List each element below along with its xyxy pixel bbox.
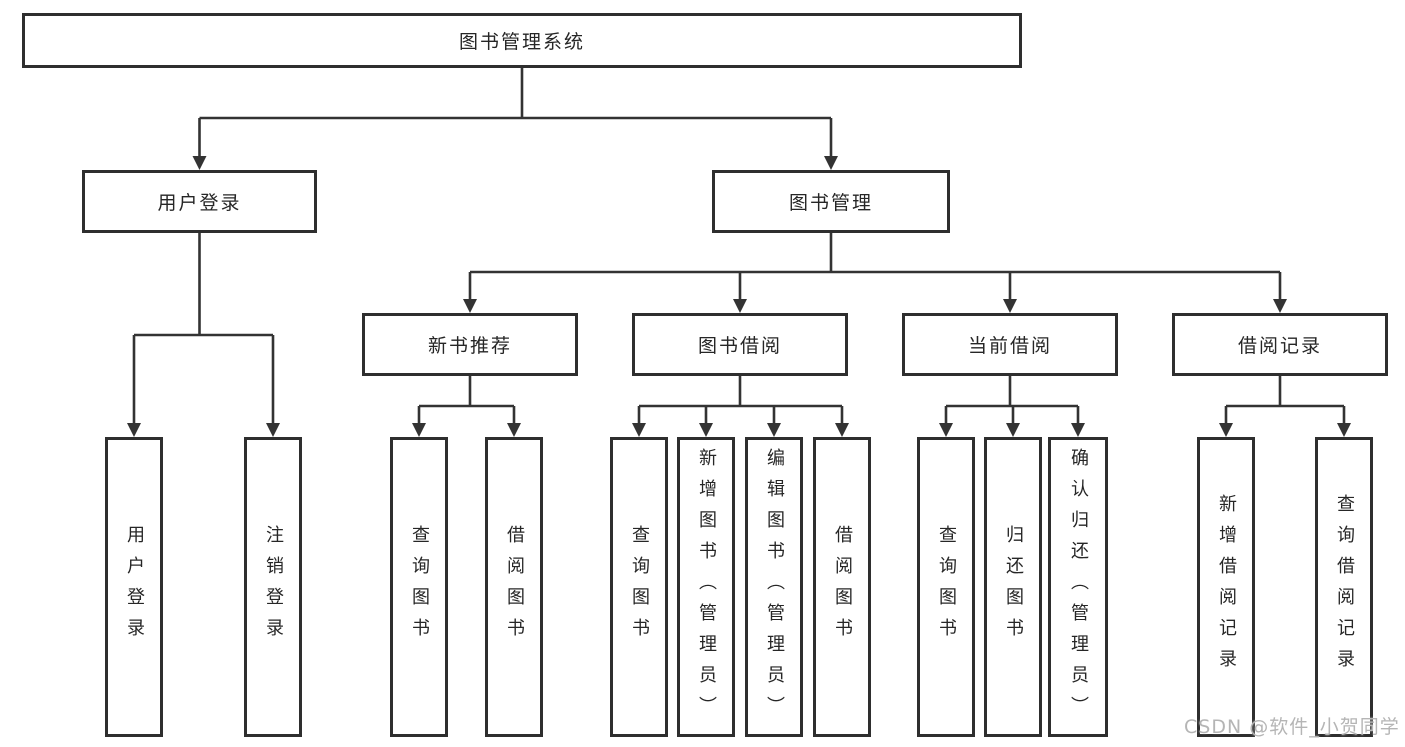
node-new-book-recommend: 新书推荐 — [362, 313, 578, 376]
leaf-label: 编辑图书（管理员） — [764, 447, 785, 727]
leaf-newbook-query-book: 查询图书 — [390, 437, 448, 737]
leaf-newbook-borrow-book: 借阅图书 — [485, 437, 543, 737]
leaf-label: 归还图书 — [1003, 525, 1024, 649]
leaf-borrow-book: 借阅图书 — [813, 437, 871, 737]
leaf-label: 借阅图书 — [832, 525, 853, 649]
leaf-label: 查询借阅记录 — [1334, 494, 1355, 680]
leaf-label: 用户登录 — [124, 525, 145, 649]
leaf-current-query-book: 查询图书 — [917, 437, 975, 737]
node-book-borrow: 图书借阅 — [632, 313, 848, 376]
leaf-logout: 注销登录 — [244, 437, 302, 737]
leaf-label: 新增借阅记录 — [1216, 494, 1237, 680]
leaf-label: 确认归还（管理员） — [1068, 447, 1089, 727]
leaf-label: 查询图书 — [936, 525, 957, 649]
node-book-management: 图书管理 — [712, 170, 950, 233]
node-user-login: 用户登录 — [82, 170, 317, 233]
leaf-label: 注销登录 — [263, 525, 284, 649]
leaf-confirm-return-admin: 确认归还（管理员） — [1048, 437, 1108, 737]
leaf-label: 查询图书 — [629, 525, 650, 649]
root-node-library-system: 图书管理系统 — [22, 13, 1022, 68]
leaf-borrow-query-book: 查询图书 — [610, 437, 668, 737]
node-borrow-record: 借阅记录 — [1172, 313, 1388, 376]
node-current-borrow: 当前借阅 — [902, 313, 1118, 376]
leaf-label: 借阅图书 — [504, 525, 525, 649]
leaf-return-book: 归还图书 — [984, 437, 1042, 737]
csdn-watermark: CSDN @软件_小贺同学 — [1184, 716, 1400, 738]
leaf-user-login: 用户登录 — [105, 437, 163, 737]
leaf-label: 新增图书（管理员） — [696, 447, 717, 727]
leaf-label: 查询图书 — [409, 525, 430, 649]
leaf-add-borrow-record: 新增借阅记录 — [1197, 437, 1255, 737]
leaf-edit-book-admin: 编辑图书（管理员） — [745, 437, 803, 737]
leaf-add-book-admin: 新增图书（管理员） — [677, 437, 735, 737]
leaf-query-borrow-record: 查询借阅记录 — [1315, 437, 1373, 737]
